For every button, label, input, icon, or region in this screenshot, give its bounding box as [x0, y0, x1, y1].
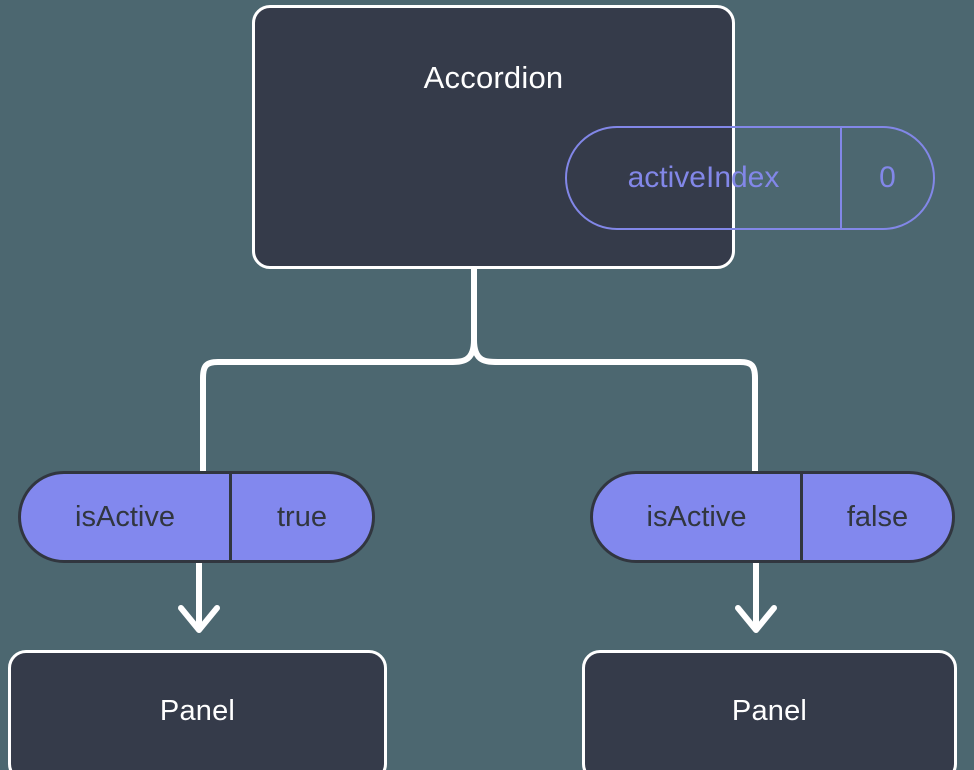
arrowhead-left-icon	[178, 605, 220, 633]
prop-pill-key: isActive	[593, 474, 803, 560]
node-panel-left-title: Panel	[159, 695, 236, 727]
node-panel-right[interactable]: Panel	[582, 650, 957, 770]
prop-pill-key: isActive	[21, 474, 232, 560]
edge-fork-to-right-pill	[471, 337, 758, 474]
state-pill-key: activeIndex	[567, 128, 842, 228]
prop-pill-is-active-true[interactable]: isActive true	[18, 471, 375, 563]
prop-pill-is-active-false[interactable]: isActive false	[590, 471, 955, 563]
state-pill-value: 0	[879, 161, 896, 194]
state-pill-active-index[interactable]: activeIndex 0	[565, 126, 935, 230]
prop-pill-value: false	[846, 500, 909, 533]
node-accordion[interactable]: Accordion activeIndex 0	[252, 5, 935, 269]
prop-pill-value: true	[277, 500, 327, 533]
arrowhead-right-icon	[735, 605, 777, 633]
node-panel-left[interactable]: Panel	[8, 650, 387, 770]
node-panel-right-title: Panel	[731, 695, 808, 727]
edge-fork-to-left-pill	[200, 337, 477, 474]
node-accordion-title: Accordion	[423, 60, 564, 95]
